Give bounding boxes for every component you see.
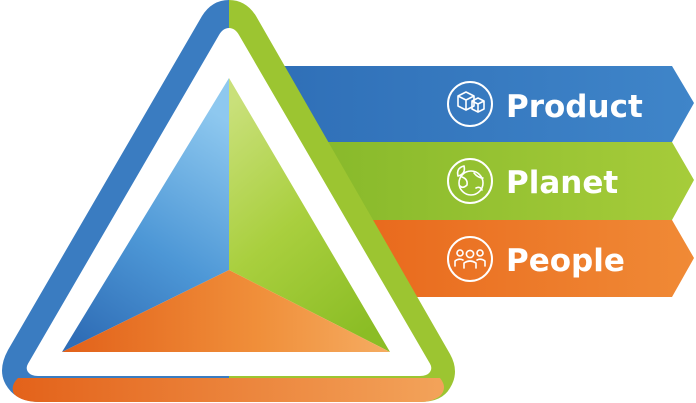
box-icon	[447, 81, 493, 127]
ribbon-planet-label: Planet	[506, 165, 618, 201]
ribbon-people-label: People	[506, 243, 625, 279]
ribbon-product-band	[270, 66, 694, 142]
pyramid-face-blue	[62, 78, 229, 352]
ribbon-planet-band	[295, 142, 694, 220]
ribbon-people-band	[330, 220, 694, 297]
pyramid-face-green	[229, 78, 390, 352]
people-group-icon	[447, 236, 493, 282]
inner-pyramid	[62, 78, 390, 352]
ribbon-people	[330, 220, 694, 297]
globe-leaf-icon	[447, 158, 493, 204]
ribbon-product-label: Product	[506, 89, 643, 125]
pyramid-face-orange	[62, 270, 390, 352]
triangle-frame-orange	[12, 378, 445, 402]
